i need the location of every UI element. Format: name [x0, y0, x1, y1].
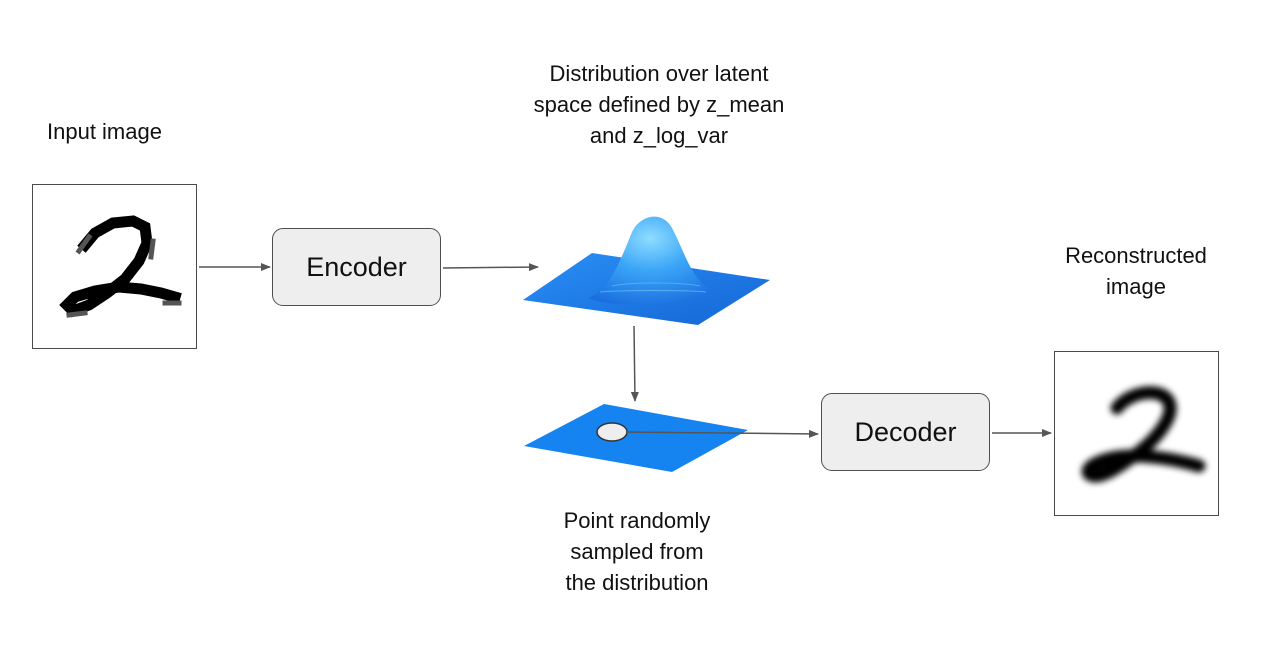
reconstructed-label-line-2: image	[1106, 274, 1166, 299]
reconstructed-label-line-1: Reconstructed	[1065, 243, 1207, 268]
sampled-point-icon	[596, 422, 628, 442]
gaussian-surface-icon	[523, 216, 770, 325]
distribution-label-line-1: Distribution over latent	[549, 61, 769, 86]
reconstructed-digit-icon	[1081, 386, 1206, 483]
arrow-encoder-to-distribution	[442, 263, 539, 272]
input-image-label: Input image	[47, 119, 162, 144]
sampled-point-label: Point randomly sampled from the distribu…	[540, 505, 734, 598]
distribution-label-line-3: and z_log_var	[589, 123, 729, 148]
distribution-label: Distribution over latent space defined b…	[500, 58, 818, 151]
input-digit-icon	[59, 215, 182, 318]
arrow-distribution-to-sample	[630, 325, 639, 402]
reconstructed-image	[1054, 351, 1219, 516]
decoder-block: Decoder	[821, 393, 990, 471]
encoder-block: Encoder	[272, 228, 441, 306]
reconstructed-image-label: Reconstructed image	[1040, 240, 1232, 302]
sampled-label-line-2: sampled from	[570, 539, 704, 564]
latent-plane-icon	[524, 404, 748, 472]
arrow-sample-to-decoder	[626, 429, 819, 438]
input-image	[32, 184, 197, 349]
sampled-label-line-1: Point randomly	[563, 508, 711, 533]
sampled-label-line-3: the distribution	[565, 570, 709, 595]
distribution-label-line-2: space defined by z_mean	[533, 92, 785, 117]
